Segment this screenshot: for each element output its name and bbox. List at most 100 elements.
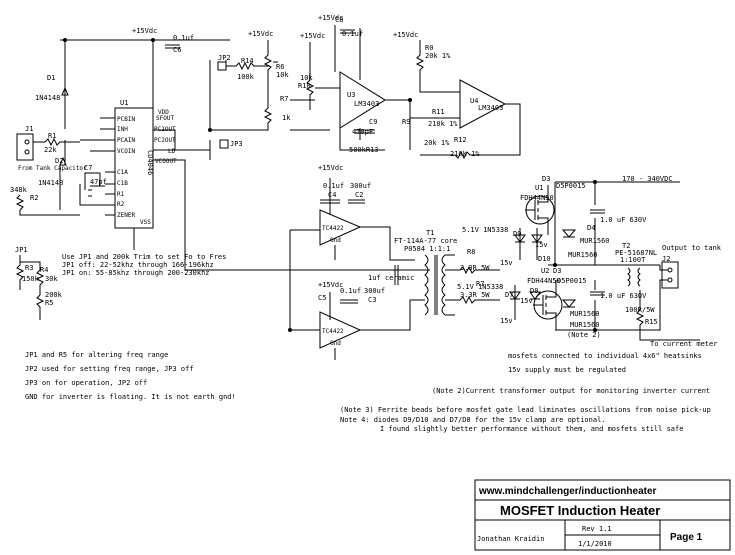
d10-15v: 15v [535, 241, 548, 249]
t2-part: PE-51687NL [615, 249, 657, 257]
r6-value: 10k [276, 71, 289, 79]
r8-ref: R8 [467, 248, 475, 256]
title-url: www.mindchallenger/inductionheater [478, 486, 657, 497]
zen1-value: 5.1V 1N5338 [462, 226, 508, 234]
jp-off-text: JP1 off: 22-52khz through 166-196khz [62, 261, 214, 269]
r10-ref: R10 [298, 82, 311, 90]
t1-part: P0584 1:1:1 [404, 245, 450, 253]
u4-ref: U4 [470, 97, 478, 105]
r12-value: 210k 1% [450, 150, 480, 158]
mur3-ref: MUR1560 [570, 310, 600, 318]
mur2-ref: MUR1560 [568, 251, 598, 259]
r2-ref: R2 [30, 194, 38, 202]
driver2-gnd: Gnd [330, 340, 341, 347]
d9-15v: 15v [500, 259, 513, 267]
r1-value: 22k [44, 146, 57, 154]
svg-text:LD: LD [168, 148, 176, 155]
c5-value2: 300uf [364, 287, 385, 295]
u1-left-pins: PCBIN INH PCAIN VCOIN C1A C1B R1 R2 ZENE… [117, 116, 135, 219]
from-tank-label: From Tank Capacitor [18, 165, 87, 172]
c8-value: 0.1uf [342, 30, 363, 38]
regulated-note: 15v supply must be regulated [508, 366, 626, 374]
j2-ref: J2 [662, 255, 670, 263]
c8-ref: C8 [335, 16, 343, 24]
t2-ref: T2 [622, 242, 630, 250]
svg-text:R2: R2 [117, 201, 125, 208]
title-date: 1/1/2010 [578, 540, 612, 548]
note-jp2: JP2 used for setting freq range, JP3 off [25, 365, 194, 373]
r5-ref: R5 [45, 299, 53, 307]
title-block [474, 479, 731, 551]
u4-supply: +15Vdc [393, 31, 418, 39]
d8-15v: 15v [520, 297, 533, 305]
mur4-ref: MUR1560 [570, 321, 600, 329]
note3-text: (Note 3) Ferrite beads before mosfet gat… [340, 406, 711, 414]
jp-use-text: Use JP1 and 200k Trim to set Fo to Fres [62, 253, 226, 261]
r15-value: 100R/5W [625, 306, 655, 314]
mosfet-u2-part: FDH44N50 [527, 277, 561, 285]
c1-value: 1.0 uF 630V [600, 216, 647, 224]
r7b-value: 3.3R 5W [460, 291, 490, 299]
note2-text: (Note 2)Current transformer output for m… [432, 387, 710, 395]
r14-ref: R14 [241, 57, 254, 65]
hv-supply: 170 - 340VDC [622, 175, 673, 183]
r14-value: 100k [237, 73, 255, 81]
d8-ref: D8 [530, 287, 538, 295]
svg-text:C1A: C1A [117, 169, 128, 176]
note-jp3: JP3 on for operation, JP2 off [25, 379, 147, 387]
c9-ref: C9 [369, 118, 377, 126]
r9-value: 20k 1% [424, 139, 450, 147]
mur1-ref: MUR1560 [580, 237, 610, 245]
u4-part: LM3403 [478, 104, 503, 112]
r7b-ref: R7 [476, 280, 484, 288]
c5-ref: C5 [318, 294, 326, 302]
title-main: MOSFET Induction Heater [500, 503, 660, 518]
svg-text:VCOIN: VCOIN [117, 148, 135, 155]
d7-ref: D7 [505, 291, 513, 299]
cap-500k: 500kR13 [349, 146, 379, 154]
r15-ref: R15 [645, 318, 658, 326]
driver1-supply: +15Vdc [318, 164, 343, 172]
output-tank-label: Output to tank [662, 244, 722, 252]
r6-ref: R6 [276, 63, 284, 71]
mosfet-u2-ref: U2 [541, 267, 549, 275]
driver1-gnd: Gnd [330, 237, 341, 244]
c6-value: 0.1uf [173, 34, 194, 42]
u1-ref: U1 [120, 99, 128, 107]
note4a-text: Note 4: diodes D9/D10 and D7/D8 for the … [340, 416, 606, 424]
c3-ref: C3 [368, 296, 376, 304]
c5-value1: 0.1uf [340, 287, 361, 295]
u1-vdd-supply: +15Vdc [132, 27, 157, 35]
u3-ref: U3 [347, 91, 355, 99]
r7-ref: R7 [280, 95, 288, 103]
c7-value: 47pf [90, 178, 107, 186]
r1-ref: R1 [48, 132, 56, 140]
c2-ref: C2 [355, 191, 363, 199]
c4-ref: C4 [328, 191, 336, 199]
r12-ref: R12 [454, 136, 467, 144]
d3-ref: D3 [542, 175, 550, 183]
d2-ref: D2 [55, 157, 63, 165]
jp-on-text: JP1 on: 55-85khz through 200-230khz [62, 269, 210, 277]
heatsink-note: mosfets connected to individual 4x6" hea… [508, 352, 702, 360]
t1-core: FT-114A-77 core [394, 237, 457, 245]
t1-ref: T1 [426, 229, 434, 237]
note4b-text: I found slightly better performance with… [380, 425, 683, 433]
jp1-ref: JP1 [15, 246, 28, 254]
svg-text:R1: R1 [117, 191, 125, 198]
j1-connector [16, 133, 34, 161]
r10-value: 10k [300, 74, 313, 82]
note2-mark: (Note 2) [567, 331, 601, 339]
d2-value: 1N4148 [38, 179, 63, 187]
d7-15v: 15v [500, 317, 513, 325]
d1-ref: D1 [47, 74, 55, 82]
t2-ratio: 1:100T [620, 256, 646, 264]
c7-ref: C7 [84, 164, 92, 172]
j1-ref: J1 [25, 125, 33, 133]
u1-part: CD4046 [146, 150, 154, 175]
u3-part: LM3403 [354, 100, 379, 108]
r11-value: 210k 1% [428, 120, 458, 128]
driver2-part: TC4422 [322, 328, 344, 335]
jp2-ref: JP2 [218, 54, 231, 62]
title-rev: Rev 1.1 [582, 525, 612, 533]
